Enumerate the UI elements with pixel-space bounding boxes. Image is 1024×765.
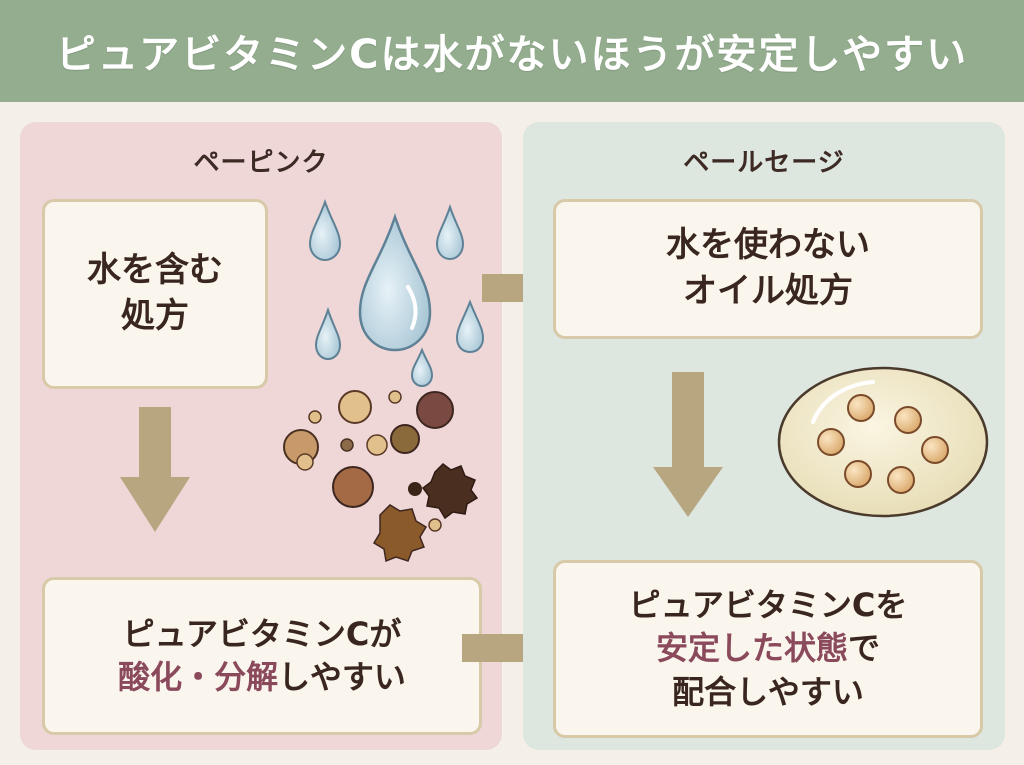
arrow-down-icon: [653, 372, 723, 517]
oxidation-result-box: ピュアビタミンCが 酸化・分解しやすい: [42, 577, 482, 735]
arrow-down-icon: [120, 407, 190, 532]
oxidation-line2: 酸化・分解しやすい: [118, 656, 406, 699]
stable-line2: 安定した状態で: [656, 627, 880, 670]
oxidation-rest: しやすい: [278, 658, 406, 696]
stable-rest: で: [848, 629, 881, 668]
oil-droplet-icon: [777, 366, 989, 518]
stable-result-box: ピュアビタミンCを 安定した状態で 配合しやすい: [553, 560, 983, 738]
left-panel-label: ペーピンク: [193, 148, 329, 178]
stable-line1: ピュアビタミンCを: [628, 586, 908, 625]
water-formula-line1: 水を含む: [87, 250, 223, 291]
page-title: ピュアビタミンCは水がないほうが安定しやすい: [55, 32, 969, 78]
left-panel: ペーピンク 水を含む 処方: [20, 122, 502, 750]
water-formula-box: 水を含む 処方: [42, 199, 268, 389]
oil-formula-line2: オイル処方: [683, 271, 853, 311]
oxidation-line1: ピュアビタミンCが: [122, 614, 402, 653]
header-banner: ピュアビタミンCは水がないほうが安定しやすい: [0, 0, 1024, 102]
oil-formula-line1: 水を使わない: [666, 225, 870, 266]
stable-accent: 安定した状態: [655, 629, 848, 668]
water-formula-line2: 処方: [121, 296, 189, 336]
oil-formula-box: 水を使わない オイル処方: [553, 199, 983, 339]
water-drops-icon: [308, 198, 485, 388]
right-panel-label: ペールセージ: [683, 148, 845, 178]
stable-line3: 配合しやすい: [672, 672, 864, 711]
right-panel: ペールセージ 水を使わない オイル処方 ピュアビタミンCを: [523, 122, 1005, 750]
oxidation-accent: 酸化・分解: [118, 658, 279, 696]
oxidized-particles-icon: [283, 390, 479, 563]
